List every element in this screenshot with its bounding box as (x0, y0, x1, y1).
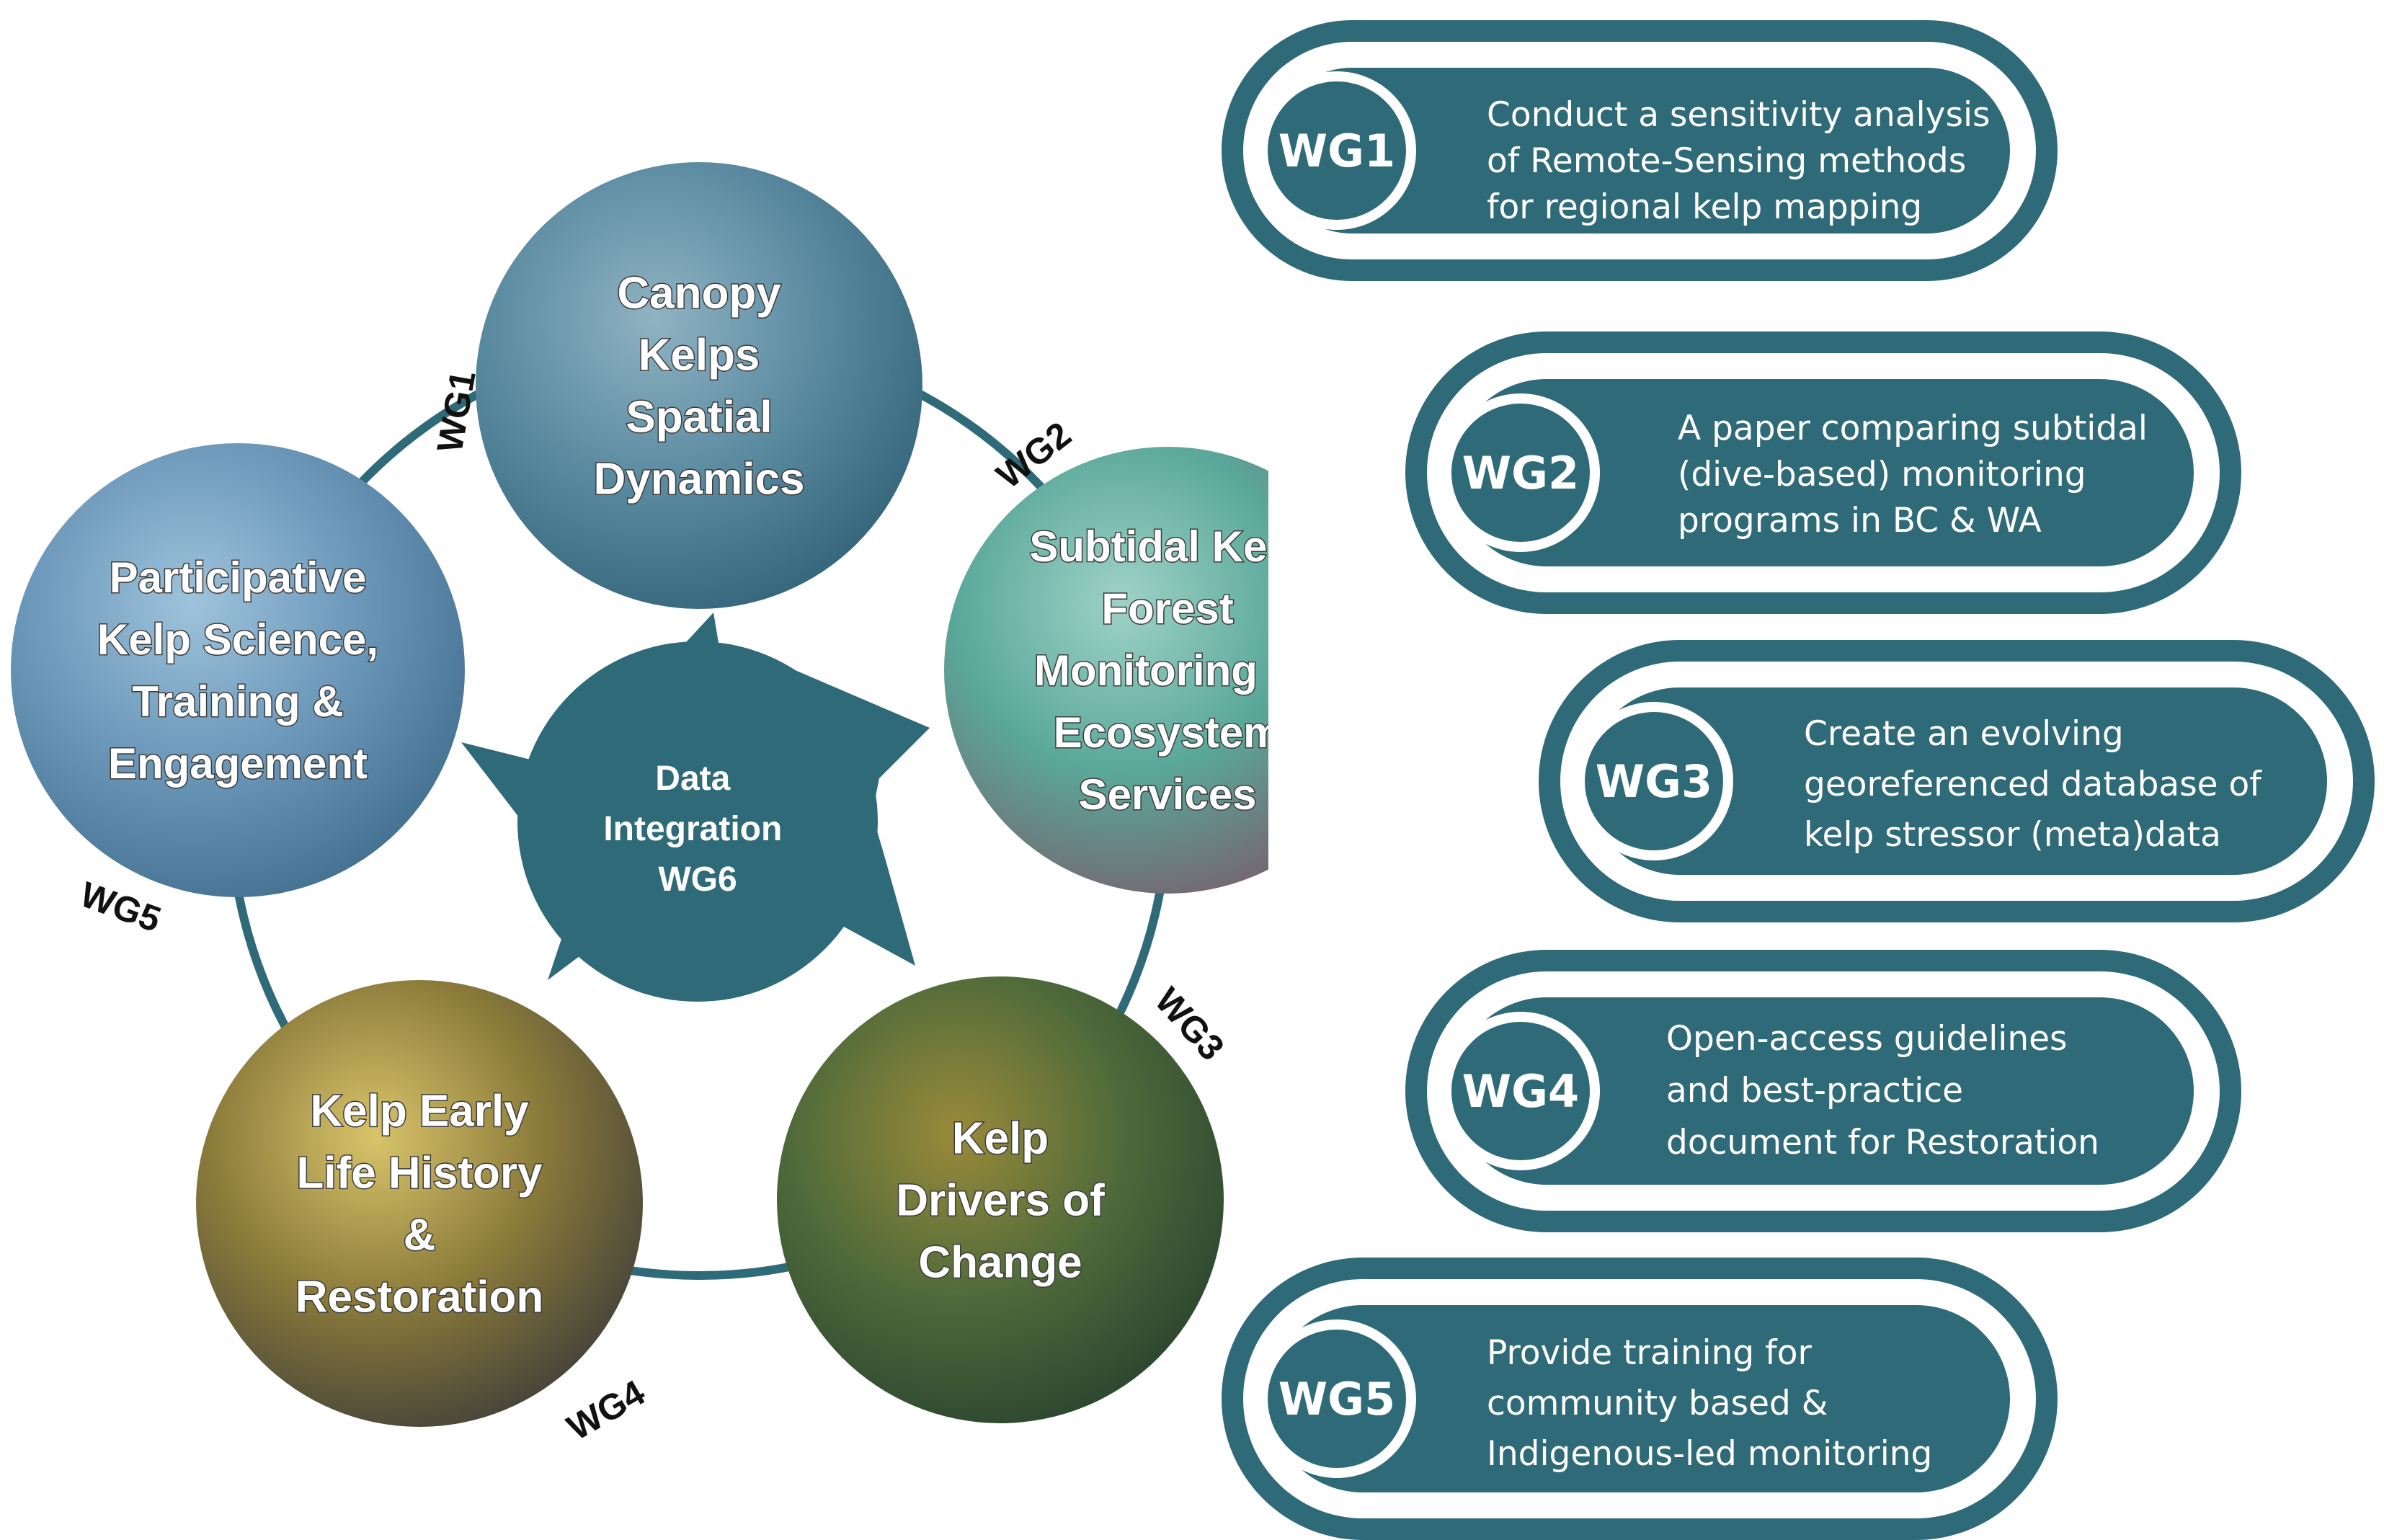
circle-subtidal-label: Subtidal KelpForestMonitoring & Ecosystem… (1029, 522, 1268, 819)
circle-early-line-1: Kelp Early (310, 1087, 529, 1136)
circle-subtidal-line-1: Subtidal Kelp (1029, 522, 1268, 571)
circle-drivers-line-1: Kelp (952, 1114, 1049, 1164)
hub-line-1: Data (655, 760, 730, 798)
goal-pill-wg2: WG2 A paper comparing subtidal (dive-bas… (1405, 331, 2241, 614)
arc-label-wg5: WG5 (75, 874, 166, 940)
circle-drivers-line-2: Drivers of (896, 1176, 1105, 1226)
circle-early (196, 980, 643, 1427)
circle-subtidal-line-3: Monitoring & (1034, 646, 1268, 695)
badge-wg5: WG5 (1258, 1319, 1416, 1478)
badge-wg4: WG4 (1441, 1012, 1600, 1170)
circle-canopy-line-2: Kelps (639, 331, 760, 380)
goal-pill-wg3: WG3 Create an evolving georeferenced dat… (1539, 640, 2375, 922)
circle-subtidal-line-2: Forest (1101, 584, 1233, 633)
circle-canopy-line-4: Dynamics (594, 455, 805, 504)
badge-wg5-label: WG5 (1278, 1372, 1396, 1425)
hub-line-3: WG6 (658, 860, 737, 899)
badge-wg3: WG3 (1575, 702, 1733, 860)
badge-wg1: WG1 (1258, 71, 1416, 230)
goal-wg2-text: A paper comparing subtidal (dive-based) … (1678, 409, 2148, 540)
circle-early-line-4: Restoration (295, 1273, 543, 1322)
hub-line-2: Integration (603, 810, 782, 848)
hub-circle (517, 641, 878, 1002)
circle-drivers (777, 976, 1224, 1423)
circle-participative-line-4: Engagement (108, 739, 368, 788)
circle-canopy-line-1: Canopy (617, 269, 781, 319)
circle-early-line-2: Life History (296, 1149, 543, 1198)
arc-label-wg1: WG1 (430, 368, 484, 455)
badge-wg4-label: WG4 (1462, 1064, 1580, 1118)
circle-subtidal-line-5: Services (1079, 770, 1257, 819)
badge-wg2: WG2 (1441, 393, 1600, 552)
hub-label: Data Integration WG6 (603, 760, 791, 899)
circle-subtidal-line-4: Ecosystem (1054, 708, 1268, 757)
goal-pill-wg5: WG5 Provide training for community based… (1222, 1258, 2058, 1540)
circle-canopy-line-3: Spatial (626, 393, 772, 442)
goal-pill-wg1: WG1 Conduct a sensitivity analysis of Re… (1222, 20, 2058, 281)
circle-participative-line-3: Training & (132, 677, 343, 726)
goal-wg5-text: Provide training for community based & I… (1487, 1333, 1933, 1474)
badge-wg3-label: WG3 (1595, 755, 1713, 808)
badge-wg1-label: WG1 (1278, 124, 1396, 177)
circle-participative-line-1: Participative (110, 553, 367, 602)
arc-label-wg4: WG4 (561, 1372, 652, 1448)
goal-wg4-text: Open-access guidelines and best-practice… (1666, 1019, 2099, 1162)
goal-wg1-text: Conduct a sensitivity analysis of Remote… (1487, 95, 1991, 227)
goal-pill-wg4: WG4 Open-access guidelines and best-prac… (1405, 950, 2241, 1232)
badge-wg2-label: WG2 (1462, 446, 1580, 499)
circle-participative (11, 443, 465, 897)
circle-subtidal (944, 447, 1268, 894)
goal-wg3-text: Create an evolving georeferenced databas… (1804, 714, 2261, 855)
circle-early-line-3: & (404, 1211, 436, 1260)
circle-drivers-line-3: Change (918, 1238, 1082, 1288)
circle-participative-line-2: Kelp Science, (97, 615, 378, 664)
circle-canopy (476, 162, 922, 609)
